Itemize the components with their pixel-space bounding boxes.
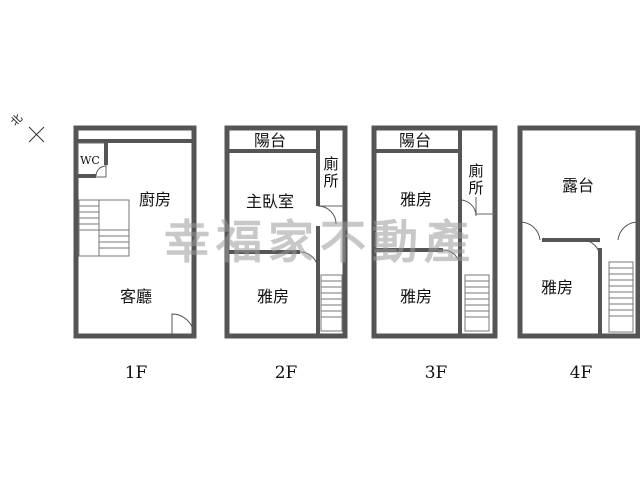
watermark: 幸福家不動產	[164, 215, 476, 269]
floor-label-4f: 4F	[570, 363, 593, 383]
floor-2f: 陽台 廁 所 主臥室 雅房 2F	[224, 125, 348, 383]
stairs-3f	[464, 274, 490, 332]
bedroom-2-label-3f: 雅房	[400, 287, 432, 306]
bedroom-label-2f: 雅房	[257, 287, 289, 306]
compass-cross	[28, 126, 45, 143]
kitchen-label: 廚房	[139, 190, 171, 209]
floor-label-1f: 1F	[125, 363, 148, 383]
bedroom-door-3f	[442, 249, 461, 268]
terrace-door-right	[617, 221, 639, 241]
floor-4f: 露台 雅房 4F	[517, 125, 640, 383]
compass: 北	[8, 112, 45, 143]
toilet-label-2f-char1: 廁	[323, 155, 338, 173]
compass-label: 北	[8, 112, 25, 129]
toilet-door-2f	[317, 205, 337, 225]
stairs-4f	[608, 261, 634, 333]
floor-3f: 陽台 廁 所 雅房 雅房 3F	[371, 125, 498, 383]
floor-2f-outline	[224, 125, 348, 339]
terrace-label: 露台	[562, 176, 594, 195]
balcony-label-2f: 陽台	[254, 131, 286, 150]
toilet-label-3f-char2: 所	[468, 179, 483, 197]
bedroom-label-4f: 雅房	[541, 278, 573, 297]
bedroom-door-2f	[299, 251, 319, 271]
balcony-label-3f: 陽台	[399, 131, 431, 150]
toilet-door-3f	[459, 199, 477, 217]
wc-door	[95, 165, 107, 177]
floor-label-2f: 2F	[275, 363, 298, 383]
floor-3f-outline	[371, 125, 498, 339]
toilet-label-3f-char1: 廁	[468, 162, 483, 180]
toilet-label-2f-char2: 所	[323, 172, 338, 190]
floor-1f-outline	[73, 125, 197, 339]
stairs-1f	[78, 199, 130, 257]
floor-1f: 廚房 客廳 WC 1F	[73, 125, 197, 383]
floor-label-3f: 3F	[425, 363, 448, 383]
bedroom-1-label-3f: 雅房	[400, 190, 432, 209]
entry-door-1f	[171, 313, 195, 337]
living-room-label: 客廳	[120, 287, 152, 306]
terrace-door-left	[519, 221, 541, 241]
wc-label: WC	[80, 154, 100, 167]
bedroom-door-4f	[581, 239, 601, 259]
master-bedroom-label: 主臥室	[246, 192, 294, 211]
stairs-2f	[320, 274, 343, 332]
